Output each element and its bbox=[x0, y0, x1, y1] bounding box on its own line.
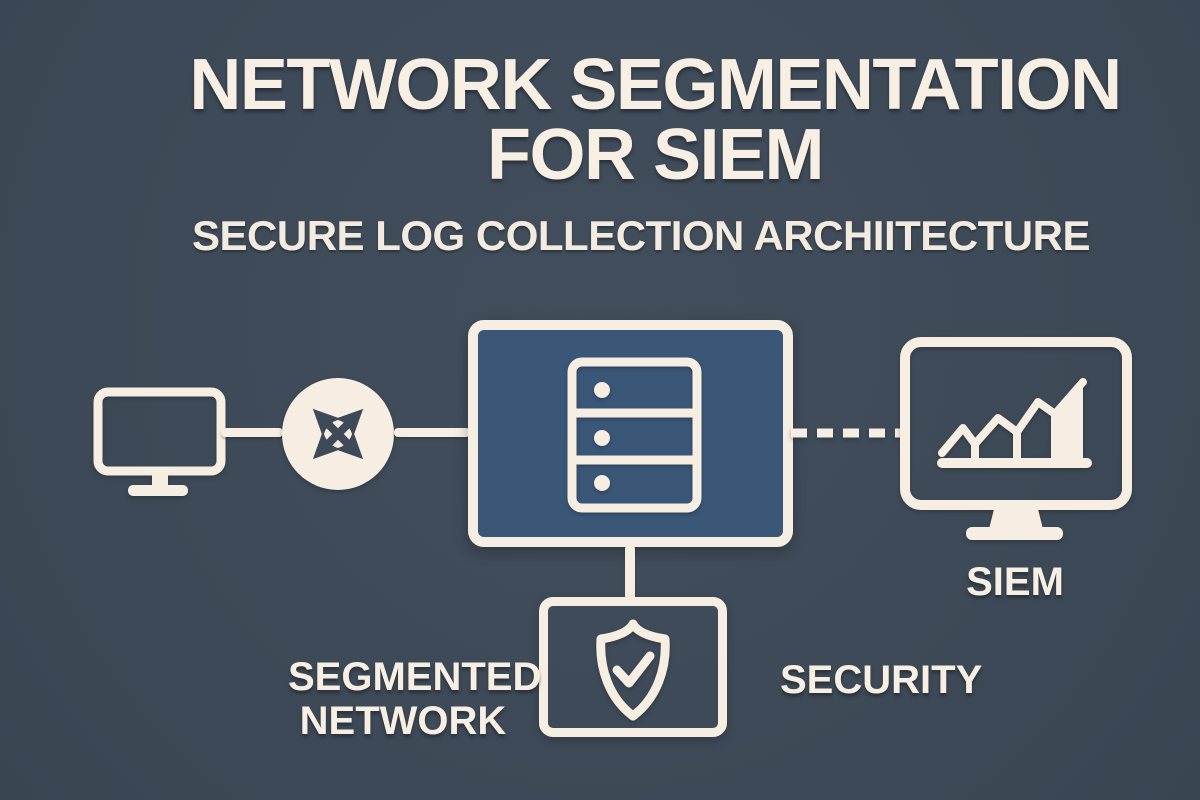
shield-check-icon bbox=[596, 619, 670, 721]
connector-workstation-router bbox=[221, 428, 283, 437]
segmented-network-label-line1: SEGMENTED bbox=[288, 655, 542, 699]
title-line-1: NETWORK SEGMENTATION bbox=[189, 45, 1122, 125]
segmented-network-label-line2: NETWORK bbox=[299, 699, 507, 743]
monitor-icon bbox=[93, 387, 226, 496]
monitor-chart-icon bbox=[900, 337, 1132, 540]
connector-router-collector bbox=[394, 428, 470, 437]
segmented-network-label: SEGMENTED NETWORK bbox=[288, 655, 542, 743]
title-line-2: FOR SIEM bbox=[486, 115, 825, 195]
connector-collector-security bbox=[625, 545, 635, 601]
page-subtitle: SECURE LOG COLLECTION ARCHIITECTURE bbox=[192, 212, 1090, 259]
server-stack-icon bbox=[567, 357, 702, 513]
security-box bbox=[539, 597, 727, 737]
connector-collector-siem-dashed bbox=[791, 428, 903, 438]
security-label: SECURITY bbox=[780, 658, 983, 702]
page-title: NETWORK SEGMENTATION FOR SIEM bbox=[110, 45, 1200, 195]
crossed-arrows-router-icon bbox=[282, 378, 394, 490]
header: NETWORK SEGMENTATION FOR SIEM SECURE LOG… bbox=[110, 45, 1200, 260]
siem-label: SIEM bbox=[966, 560, 1064, 604]
